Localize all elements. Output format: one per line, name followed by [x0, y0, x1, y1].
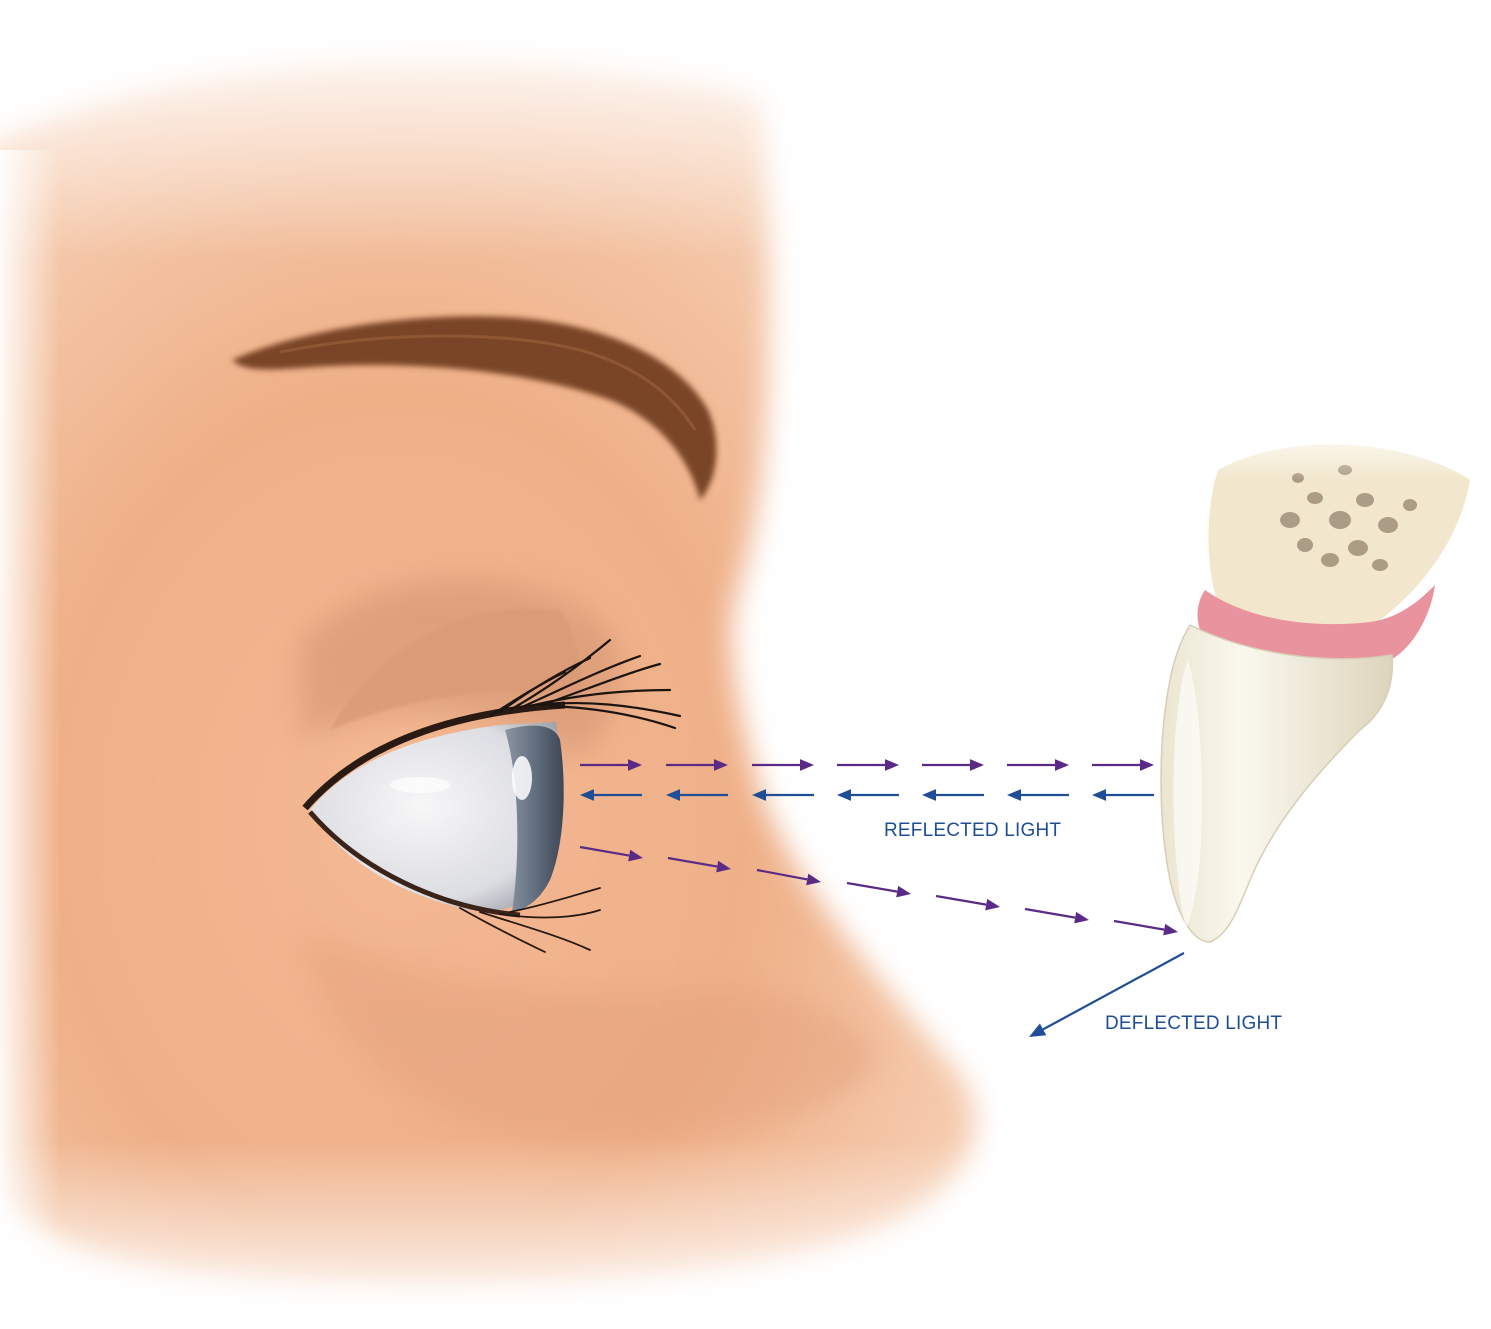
sclera-reflection: [390, 777, 450, 793]
arrow-left-icon: [922, 789, 984, 801]
arrow-right-icon: [1025, 909, 1089, 923]
arrow-left-icon: [1007, 789, 1069, 801]
top-fade: [0, 0, 800, 260]
arrow-right-icon: [1092, 759, 1154, 771]
arrow-right-icon: [936, 896, 1000, 910]
arrow-right-icon: [1007, 759, 1069, 771]
arrow-left-icon: [1092, 789, 1154, 801]
reflected-light-label: REFLECTED LIGHT: [884, 820, 1061, 842]
arrow-right-icon: [847, 883, 911, 897]
deflected-light-label: DEFLECTED LIGHT: [1105, 1013, 1282, 1035]
arrow-right-icon: [1114, 921, 1178, 935]
tooth-illustration: [1161, 420, 1491, 942]
arrow-right-icon: [837, 759, 899, 771]
bottom-fade: [0, 1140, 1000, 1329]
cornea-highlight: [512, 756, 532, 800]
arrow-right-icon: [922, 759, 984, 771]
arrow-right-icon: [752, 759, 814, 771]
left-fade: [0, 150, 60, 1250]
bone-fade: [1190, 420, 1491, 480]
arrow-left-icon: [837, 789, 899, 801]
